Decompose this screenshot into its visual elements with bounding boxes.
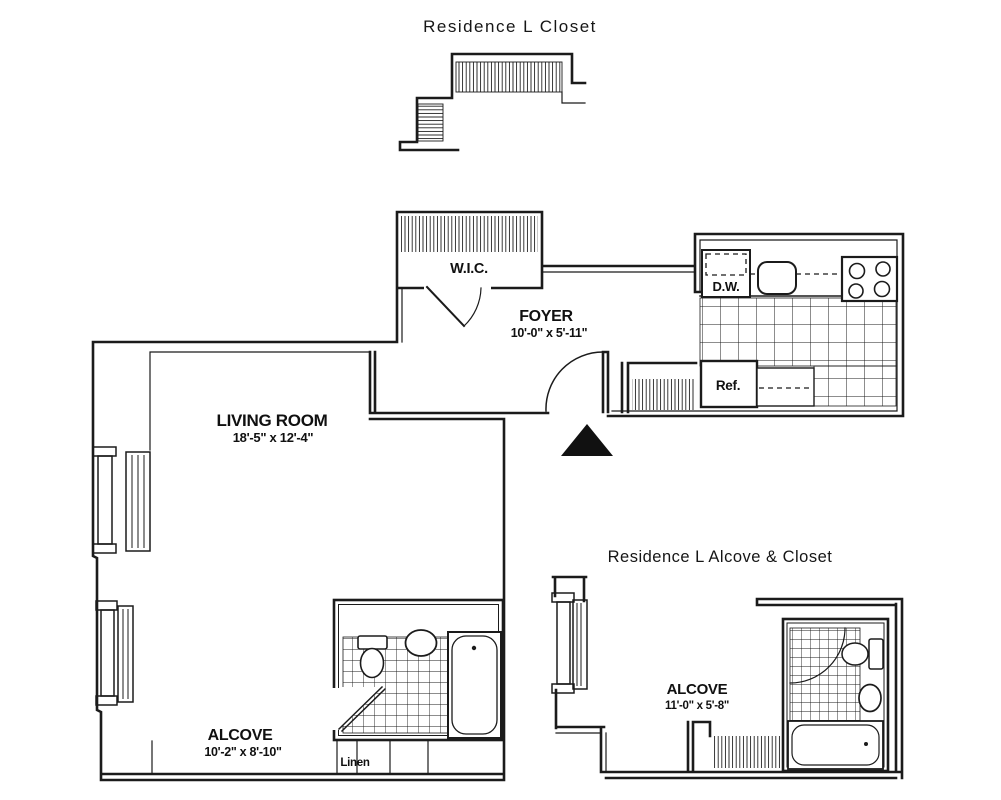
window-pane xyxy=(556,601,571,685)
stove-burner xyxy=(875,261,891,277)
linen-closet-label: Linen xyxy=(340,757,369,769)
bathroom-secondary xyxy=(781,617,890,773)
main-plan-walls xyxy=(91,210,905,782)
kitchen-floor-tiles xyxy=(699,297,897,367)
foyer: FOYER 10'-0" x 5'-11" xyxy=(511,308,696,456)
secondary-alcove-dimensions: 11'-0" x 5'-8" xyxy=(665,700,729,712)
alcove-closet-detail-title: Residence L Alcove & Closet xyxy=(608,548,833,566)
living-room: LIVING ROOM 18'-5" x 12'-4" xyxy=(92,411,328,706)
bathroom-outer-wall xyxy=(332,598,505,742)
closet-detail-title: Residence L Closet xyxy=(423,17,597,36)
refrigerator-label: Ref. xyxy=(716,378,740,393)
wic-door-opening xyxy=(424,283,491,292)
bathtub-basin xyxy=(791,724,880,766)
bathtub-fixture xyxy=(447,631,502,739)
toilet-bowl xyxy=(359,647,385,679)
bathroom-door-opening xyxy=(330,688,340,730)
window-mullions xyxy=(576,603,582,686)
window-cap xyxy=(92,446,117,457)
foyer-label: FOYER xyxy=(519,308,573,325)
window-pane xyxy=(572,599,588,690)
bathroom-floor-tiles xyxy=(789,627,861,723)
stove-burner xyxy=(848,262,866,280)
alcove-main: ALCOVE 10'-2" x 8'-10" Linen xyxy=(204,727,370,769)
closet-detail-inner-wall xyxy=(561,91,586,104)
window-pane xyxy=(97,455,113,545)
window-upper xyxy=(92,446,151,554)
foyer-dimensions: 10'-0" x 5'-11" xyxy=(511,326,588,340)
closet-detail-walls xyxy=(398,52,587,152)
main-plan-inner-walls xyxy=(149,239,898,774)
bathtub-fixture xyxy=(787,720,884,770)
stove-burner xyxy=(848,283,864,299)
wic-closet: W.I.C. xyxy=(401,216,538,328)
toilet-fixture xyxy=(357,635,388,679)
window-cap xyxy=(95,600,118,611)
toilet-bowl xyxy=(841,642,869,666)
wic-rod-hatch xyxy=(401,216,538,252)
entry-door-swing-arc xyxy=(545,351,604,412)
wic-door-leaf xyxy=(425,285,466,328)
toilet-tank xyxy=(868,638,884,670)
living-room-dimensions: 18'-5" x 12'-4" xyxy=(233,430,314,445)
toilet-fixture xyxy=(841,638,884,670)
bathroom-outer-wall xyxy=(781,617,890,773)
living-room-label: LIVING ROOM xyxy=(217,411,328,430)
closet-detail-drawing xyxy=(398,52,587,152)
secondary-plan-inner-walls xyxy=(555,732,607,773)
sink-fixture xyxy=(404,629,438,657)
bathtub-drain xyxy=(471,645,477,651)
secondary-closet-hatch xyxy=(712,736,781,768)
bathtub-drain xyxy=(864,742,868,746)
alcove-label: ALCOVE xyxy=(208,727,274,744)
alcove-dimensions: 10'-2" x 8'-10" xyxy=(204,745,282,759)
sink-fixture xyxy=(858,683,882,713)
secondary-plan-walls xyxy=(551,575,904,780)
closet-shelves-hatch xyxy=(417,103,444,142)
window-cap xyxy=(92,543,117,554)
window-pane xyxy=(100,609,115,697)
stove-burner xyxy=(873,280,891,298)
stove xyxy=(840,255,899,303)
bathtub-basin xyxy=(451,635,498,735)
window-mullions xyxy=(122,609,129,699)
dishwasher-label: D.W. xyxy=(713,279,740,294)
window-cap xyxy=(95,695,118,706)
toilet-tank xyxy=(357,635,388,650)
window-lower xyxy=(95,600,134,706)
coat-closet-hatch xyxy=(632,379,696,410)
bathroom-door-swing-arc xyxy=(789,627,846,684)
kitchen: D.W. Ref. xyxy=(699,249,899,409)
secondary-plan: Residence L Alcove & Closet ALCOVE 11'-0… xyxy=(551,548,904,780)
wic-label: W.I.C. xyxy=(450,261,488,277)
window-pane xyxy=(117,605,134,703)
entry-marker-triangle xyxy=(561,424,613,456)
kitchen-floor-tiles-lower xyxy=(813,365,897,407)
window-pane xyxy=(125,451,151,552)
bathroom-main xyxy=(330,598,505,742)
lower-counter xyxy=(756,367,815,407)
secondary-alcove-label: ALCOVE xyxy=(667,681,728,698)
kitchen-sink xyxy=(757,261,797,295)
wic-door-swing-arc xyxy=(463,287,482,327)
dishwasher-dashed-outline xyxy=(705,253,747,276)
window-mullions xyxy=(131,455,145,548)
main-plan: W.I.C. FOYER 10'-0" x 5'-11" LIVING ROOM… xyxy=(91,210,905,782)
bathroom-door-leaf xyxy=(337,685,387,733)
secondary-window xyxy=(551,592,588,694)
closet-rod-hatch xyxy=(455,61,563,93)
